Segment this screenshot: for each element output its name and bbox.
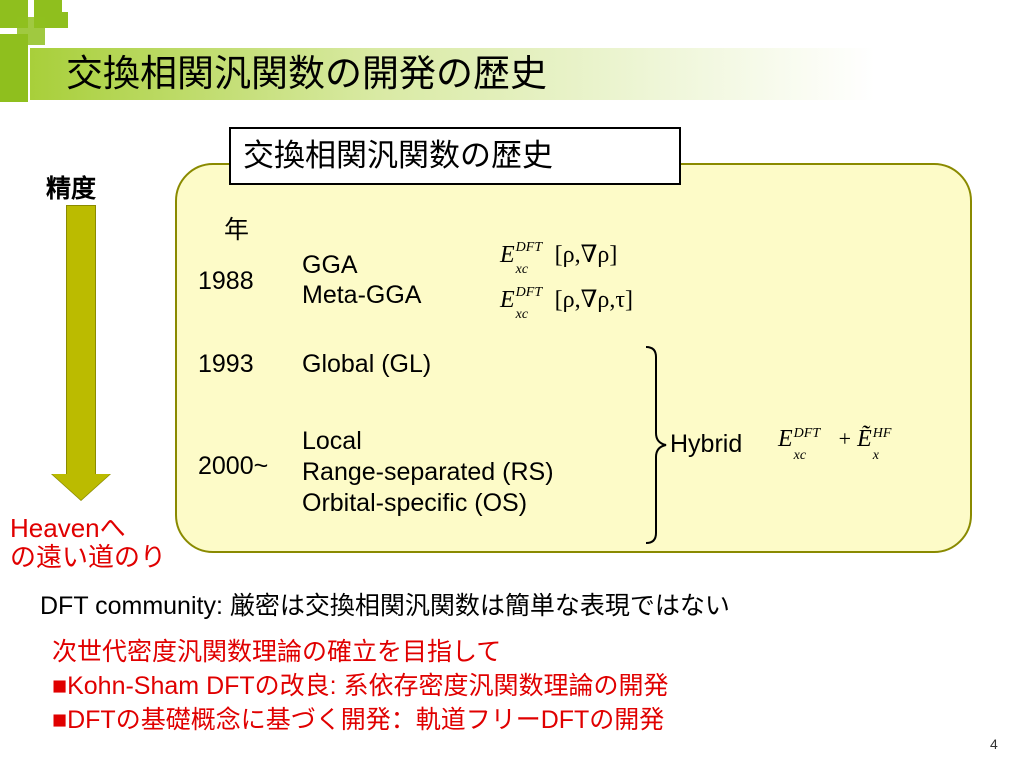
year-header: 年 bbox=[224, 216, 250, 244]
formula-plus: + bbox=[838, 426, 852, 451]
formula-sup: DFT bbox=[515, 285, 543, 300]
method-range-separated: Range-separated (RS) bbox=[302, 458, 554, 486]
heaven-label-line1: Heavenへ bbox=[10, 513, 126, 543]
year-2000: 2000~ bbox=[198, 452, 269, 480]
community-line: DFT community: 厳密は交換相関汎関数は簡単な表現ではない bbox=[40, 592, 730, 620]
header-square bbox=[52, 12, 68, 28]
red-line-1: 次世代密度汎関数理論の確立を目指して bbox=[52, 638, 502, 666]
year-1988: 1988 bbox=[198, 267, 254, 295]
red-line-3: ■DFTの基礎概念に基づく開発：軌道フリーDFTの開発 bbox=[52, 706, 665, 734]
method-global: Global (GL) bbox=[302, 350, 432, 378]
page-number: 4 bbox=[990, 736, 998, 752]
formula-symbol: E bbox=[500, 287, 515, 313]
title-band bbox=[30, 48, 1024, 100]
formula-sup: DFT bbox=[515, 240, 543, 255]
method-gga: GGA bbox=[302, 251, 358, 279]
formula-sup-2: HF bbox=[872, 426, 892, 441]
page-title: 交換相関汎関数の開発の歴史 bbox=[66, 53, 547, 94]
year-1993: 1993 bbox=[198, 350, 254, 378]
header-square bbox=[0, 34, 28, 102]
formula-sub: xc bbox=[515, 307, 529, 322]
formula-symbol-2: Ẽ bbox=[857, 426, 872, 452]
formula-sup: DFT bbox=[793, 426, 821, 441]
formula-symbol: E bbox=[778, 426, 793, 452]
history-box bbox=[175, 163, 972, 553]
down-arrow-shaft bbox=[66, 205, 96, 475]
formula-sub: xc bbox=[793, 448, 807, 463]
formula-sub: xc bbox=[515, 262, 529, 277]
method-local: Local bbox=[302, 427, 362, 455]
hybrid-bracket bbox=[645, 346, 667, 544]
formula-args: [ρ,∇ρ] bbox=[554, 242, 618, 268]
method-orbital-specific: Orbital-specific (OS) bbox=[302, 489, 528, 517]
formula-args: [ρ,∇ρ,τ] bbox=[554, 287, 634, 313]
formula-sub-2: x bbox=[872, 448, 879, 463]
accuracy-label: 精度 bbox=[46, 175, 97, 203]
heaven-label-line2: の遠い道のり bbox=[10, 542, 167, 572]
formula-symbol: E bbox=[500, 242, 515, 268]
red-line-2: ■Kohn-Sham DFTの改良: 系依存密度汎関数理論の開発 bbox=[52, 672, 669, 700]
down-arrow-head bbox=[52, 474, 110, 500]
hybrid-label: Hybrid bbox=[670, 430, 743, 458]
method-meta-gga: Meta-GGA bbox=[302, 281, 422, 309]
history-caption: 交換相関汎関数の歴史 bbox=[229, 127, 681, 185]
